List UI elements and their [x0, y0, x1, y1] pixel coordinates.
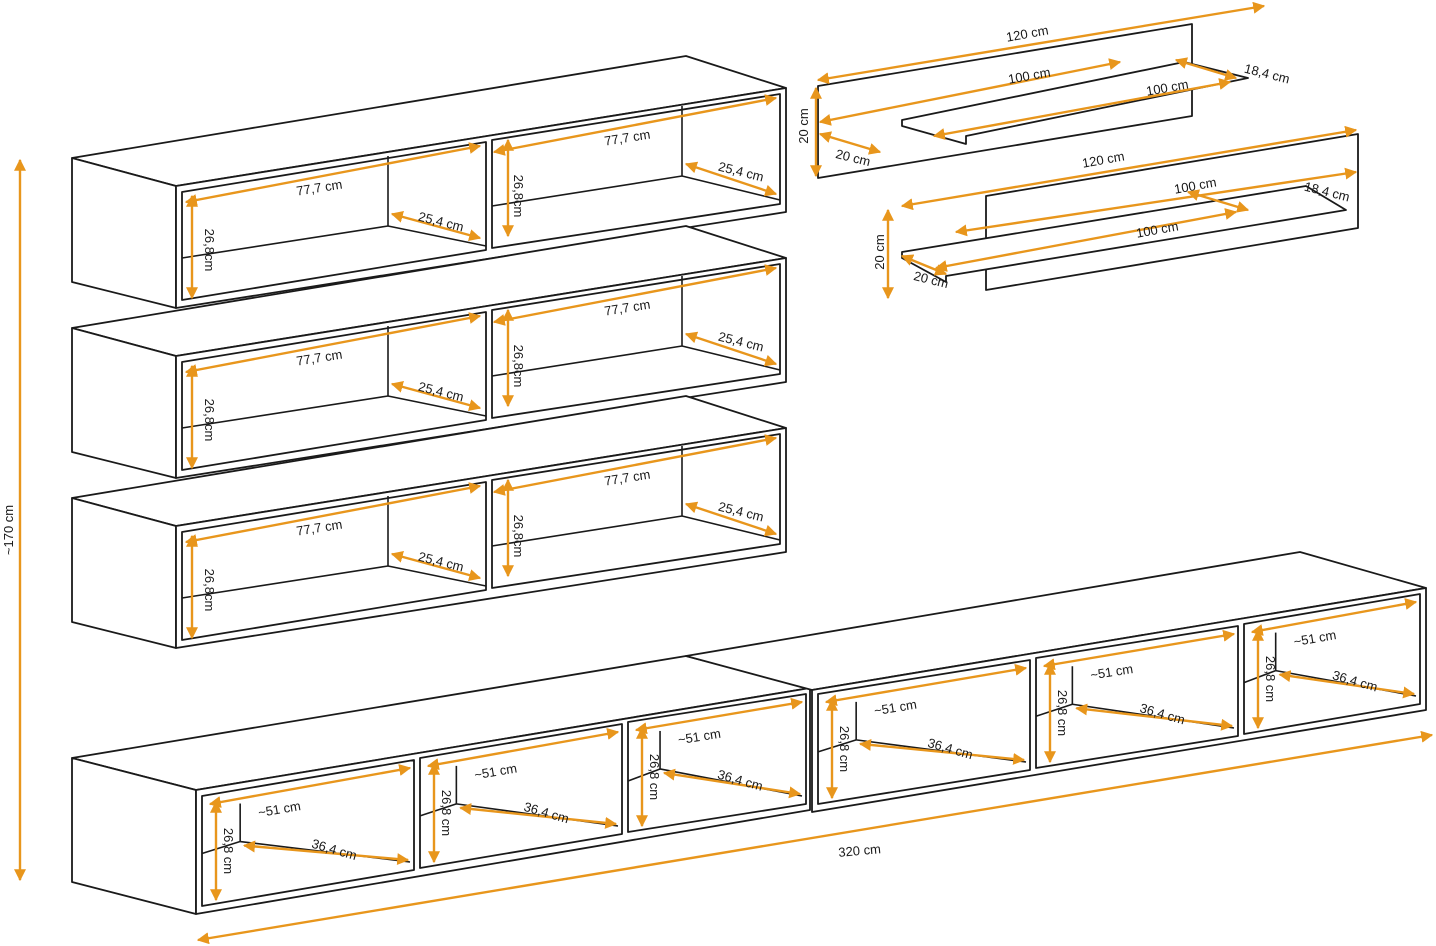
depth-dimension-arrow	[684, 161, 778, 197]
width-dimension-arrow	[184, 142, 482, 206]
compartment-width-label: ~51 cm	[1089, 661, 1134, 683]
shelf-depth-arrow	[1174, 57, 1238, 81]
shelf-length-label: 120 cm	[1005, 22, 1050, 44]
overall-width-label: 320 cm	[838, 841, 882, 860]
overall-height-label: ~170 cm	[1, 505, 16, 555]
compartment-depth-arrow	[1278, 670, 1416, 699]
shelf-height-label: 20 cm	[796, 108, 811, 143]
width-dimension-label: 77,7 cm	[295, 347, 343, 369]
compartment-height-label: 26,8 cm	[1263, 656, 1278, 702]
compartment-width-label: ~51 cm	[677, 726, 722, 747]
depth-dimension-arrow	[684, 501, 778, 537]
compartment-width-label: ~51 cm	[1292, 627, 1337, 649]
shelf-inner-front-label: 100 cm	[1135, 218, 1180, 240]
width-dimension-label: 77,7 cm	[295, 517, 343, 539]
overall-width-dimension: 320 cm	[196, 730, 1434, 945]
shelf-depth-label: 18,4 cm	[1243, 61, 1292, 87]
height-dimension-label: 26,8cm	[511, 515, 526, 558]
depth-dimension-arrow	[390, 211, 482, 241]
height-dimension-label: 26,8cm	[511, 345, 526, 388]
shelf-width-arrow	[900, 254, 948, 276]
width-dimension-label: 77,7 cm	[603, 297, 651, 319]
shelf-inner-front-label: 100 cm	[1145, 76, 1190, 98]
compartment-depth-arrow	[459, 803, 618, 829]
width-dimension-arrow	[492, 94, 778, 156]
compartment-height-label: 26,8 cm	[647, 754, 662, 800]
depth-dimension-arrow	[390, 381, 482, 411]
height-dimension-label: 26,8cm	[202, 569, 217, 612]
compartment-height-label: 26,8 cm	[837, 726, 852, 772]
depth-dimension-arrow	[684, 331, 778, 367]
compartment-back-line	[181, 395, 389, 429]
compartment-width-arrow	[824, 663, 1028, 707]
width-dimension-arrow	[184, 312, 482, 376]
shelf-width-arrow	[818, 131, 882, 155]
compartment-height-label: 26,8 cm	[439, 790, 454, 836]
height-dimension-label: 26,8cm	[202, 229, 217, 272]
overall-height-dimension: ~170 cm	[1, 158, 26, 882]
compartment-width-arrow	[634, 697, 804, 735]
depth-dimension-arrow	[390, 551, 482, 581]
shelf-inner-front-arrow	[934, 208, 1238, 272]
compartment-height-label: 26,8 cm	[1055, 690, 1070, 736]
compartment-back-line	[491, 515, 683, 547]
compartment-width-arrow	[1250, 598, 1418, 636]
compartment-width-arrow	[208, 764, 412, 808]
width-dimension-label: 77,7 cm	[603, 127, 651, 149]
compartment-width-label: ~51 cm	[473, 760, 518, 782]
compartment-back-line	[181, 225, 389, 259]
compartment-width-arrow	[426, 727, 620, 771]
compartment-depth-arrow	[1075, 703, 1234, 731]
height-dimension-label: 26,8cm	[511, 175, 526, 218]
compartment-depth-arrow	[662, 768, 802, 799]
compartment-width-label: ~51 cm	[257, 798, 302, 820]
shelf-length-label: 120 cm	[1081, 148, 1126, 170]
compartment-back-line	[491, 345, 683, 377]
overall-width-arrow	[196, 730, 1434, 945]
shelf-height-label: 20 cm	[872, 234, 887, 269]
width-dimension-label: 77,7 cm	[295, 177, 343, 199]
shelves-group: 120 cm 100 cm 100 cm 18,4 cm 20 cm 20 cm 120 c…	[796, 1, 1359, 300]
height-dimension-label: 26,8cm	[202, 399, 217, 442]
compartment-depth-arrow	[242, 840, 410, 866]
compartment-depth-arrow	[858, 738, 1026, 765]
compartment-height-label: 26,8 cm	[221, 828, 236, 874]
compartment-back-line	[181, 565, 389, 599]
width-dimension-arrow	[492, 434, 778, 496]
compartment-width-arrow	[1042, 629, 1236, 671]
width-dimension-arrow	[492, 264, 778, 326]
width-dimension-label: 77,7 cm	[603, 467, 651, 489]
compartment-width-label: ~51 cm	[873, 697, 918, 719]
width-dimension-arrow	[184, 482, 482, 546]
shelf-depth-arrow	[1186, 189, 1250, 213]
compartment-back-line	[491, 175, 683, 207]
